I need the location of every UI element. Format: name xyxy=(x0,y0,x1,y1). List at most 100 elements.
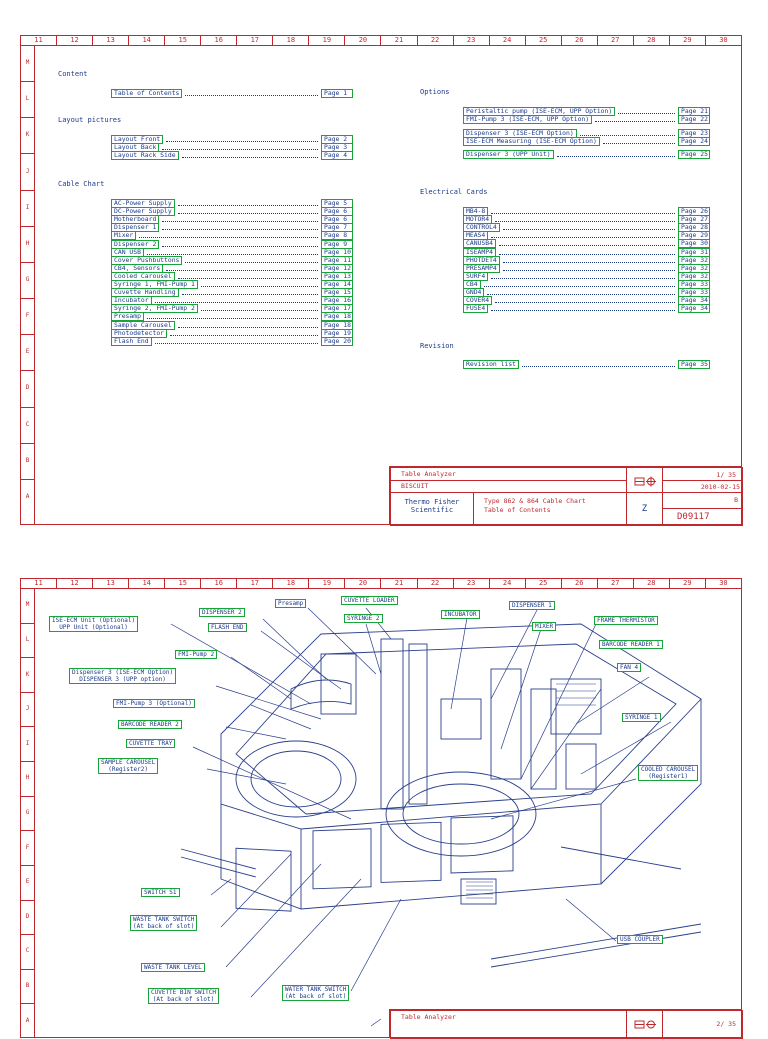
barcode-reader-2-label: BARCODE READER 2 xyxy=(118,720,182,729)
toc-entry[interactable]: ISE-ECM Measuring (ISE-ECM Option) Page 2… xyxy=(463,137,710,146)
column-label: 23 xyxy=(454,579,490,588)
toc-entry-page[interactable]: Page 4 xyxy=(321,151,353,160)
waste-tank-level-label: WASTE TANK LEVEL xyxy=(141,963,205,972)
column-label: 25 xyxy=(526,579,562,588)
column-label: 15 xyxy=(165,36,202,45)
row-tick xyxy=(21,1003,34,1005)
toc-entry[interactable]: Table of Contents Page 1 xyxy=(111,89,353,98)
toc-leader-dots xyxy=(177,274,318,279)
company-name: Thermo Fisher Scientific xyxy=(390,492,474,526)
row-label: H xyxy=(25,774,30,782)
row-tick xyxy=(21,657,34,659)
cooled-carousel-label: COOLED CAROUSEL (Register1) xyxy=(638,765,699,781)
row-tick xyxy=(21,934,34,936)
fmi-pump-3-label: FMI-Pump 3 (Optional) xyxy=(113,699,195,708)
row-label: H xyxy=(25,239,30,247)
syringe-1-label: SYRINGE 1 xyxy=(622,713,661,722)
toc-entry[interactable]: Dispenser 3 (UPP Unit) Page 25 xyxy=(463,150,710,159)
row-tick xyxy=(21,442,34,444)
toc-leader-dots xyxy=(487,290,675,295)
cuvette-loader-label: CUVETTE LOADER xyxy=(341,596,398,605)
toc-entry-label[interactable]: FMI-Pump 3 (ISE-ECM, UPP Option) xyxy=(463,115,593,124)
cuvette-bin-switch-label: CUVETTE BIN SWITCH (At back of slot) xyxy=(148,988,220,1004)
row-label: K xyxy=(25,131,30,139)
title-cell-2: Table Analyzer xyxy=(390,1010,627,1039)
dispenser-3-label: Dispenser 3 (ISE-ECM Option) DISPENSER 3… xyxy=(69,668,177,684)
toc-entry[interactable]: FUSE4 Page 34 xyxy=(463,304,710,314)
column-label: 24 xyxy=(490,579,526,588)
row-tick xyxy=(21,153,34,155)
logo-cell xyxy=(626,467,663,493)
column-label: 19 xyxy=(309,579,346,588)
column-label: 29 xyxy=(670,579,706,588)
toc-entry-page[interactable]: Page 25 xyxy=(678,150,710,159)
column-label: 13 xyxy=(93,579,130,588)
row-label: J xyxy=(25,167,30,175)
row-tick xyxy=(21,899,34,901)
toc-leader-dots xyxy=(166,137,318,142)
column-label: 27 xyxy=(598,579,634,588)
toc-entry-page[interactable]: Page 24 xyxy=(678,137,710,146)
row-tick xyxy=(21,795,34,797)
toc-entry-label[interactable]: Table of Contents xyxy=(111,89,183,98)
row-tick xyxy=(21,691,34,693)
toc-entry-label[interactable]: FUSE4 xyxy=(463,304,489,314)
toc-entry[interactable]: Layout Rack Side Page 4 xyxy=(111,151,353,160)
title-text: Table Analyzer xyxy=(401,470,456,478)
toc-entry-label[interactable]: ISE-ECM Measuring (ISE-ECM Option) xyxy=(463,137,600,146)
column-label: 22 xyxy=(418,36,454,45)
toc-entry-page[interactable]: Page 22 xyxy=(678,115,710,124)
toc-leader-dots xyxy=(185,91,318,96)
water-tank-switch-label: WATER TANK SWITCH (At back of slot) xyxy=(282,985,350,1001)
syringe-2-label: SYRINGE 2 xyxy=(344,614,383,623)
toc-leader-dots xyxy=(200,306,318,312)
toc-leader-dots xyxy=(498,250,675,255)
toc-leader-dots xyxy=(522,362,675,367)
toc-entry-page[interactable]: Page 20 xyxy=(321,336,353,346)
waste-tank-switch-label: WASTE TANK SWITCH (At back of slot) xyxy=(130,915,198,931)
row-label: I xyxy=(25,203,30,211)
row-label: I xyxy=(25,739,30,747)
column-label: 18 xyxy=(273,36,310,45)
row-label: F xyxy=(25,843,30,851)
toc-entry-page[interactable]: Page 35 xyxy=(678,360,710,369)
column-label: 19 xyxy=(309,36,346,45)
column-label: 12 xyxy=(57,36,94,45)
barcode-reader-1-label: BARCODE READER 1 xyxy=(599,640,663,649)
usb-coupler-label: USB COUPLER xyxy=(617,935,663,944)
row-label: M xyxy=(25,59,30,67)
presamp-label: Presamp xyxy=(275,599,307,608)
column-label: 20 xyxy=(345,36,382,45)
toc-leader-dots xyxy=(502,258,675,263)
row-tick xyxy=(21,261,34,263)
description-line-1: Type 862 & 864 Cable Chart xyxy=(484,497,586,505)
toc-entry-label[interactable]: Syringe 2, FMI-Pump 2 xyxy=(111,304,198,314)
column-label: 25 xyxy=(526,36,562,45)
switch-s1-label: SWITCH S1 xyxy=(141,888,180,897)
column-label: 17 xyxy=(237,579,274,588)
options-heading: Options xyxy=(420,88,450,96)
column-label: 21 xyxy=(381,36,418,45)
toc-entry-label[interactable]: Revision list xyxy=(463,360,520,369)
toc-entry-page[interactable]: Page 1 xyxy=(321,89,353,98)
column-label: 21 xyxy=(381,579,418,588)
toc-entry-label[interactable]: Dispenser 3 (UPP Unit) xyxy=(463,150,554,159)
toc-entry[interactable]: Revision list Page 35 xyxy=(463,360,710,369)
row-label: L xyxy=(25,95,30,103)
cable-heading: Cable Chart xyxy=(58,180,105,188)
toc-entry-page[interactable]: Page 34 xyxy=(678,304,710,314)
column-label: 15 xyxy=(165,579,202,588)
row-label: M xyxy=(25,601,30,609)
column-label: 29 xyxy=(670,36,706,45)
toc-entry[interactable]: Flash End Page 20 xyxy=(111,336,353,346)
row-label: B xyxy=(25,982,30,990)
column-label: 26 xyxy=(562,36,598,45)
row-label: E xyxy=(25,348,30,356)
toc-entry-label[interactable]: Layout Rack Side xyxy=(111,151,179,160)
toc-entry[interactable]: FMI-Pump 3 (ISE-ECM, UPP Option) Page 22 xyxy=(463,115,710,124)
toc-leader-dots xyxy=(502,225,675,231)
dispenser-1-label: DISPENSER 1 xyxy=(509,601,555,610)
toc-entry-label[interactable]: Flash End xyxy=(111,336,152,346)
